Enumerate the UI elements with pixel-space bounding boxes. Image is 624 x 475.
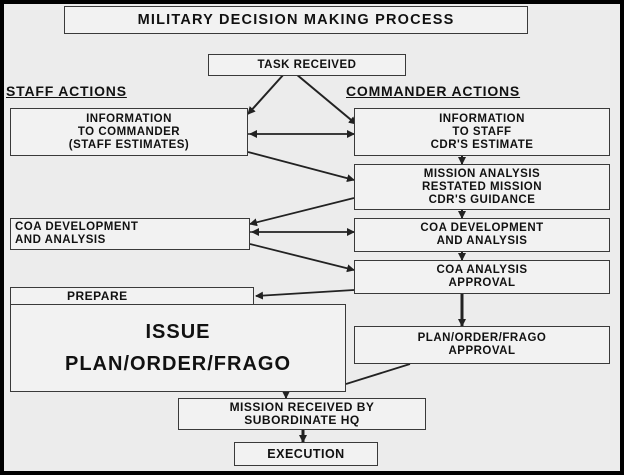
info-to-commander-box: INFORMATION TO COMMANDER (STAFF ESTIMATE… (10, 108, 248, 156)
staff-coa-line1: COA DEVELOPMENT (15, 221, 139, 233)
prepare-label: PREPARE (67, 288, 128, 303)
info-to-staff-line2: TO STAFF (452, 125, 512, 138)
arrow-mission-to-staff-coa (249, 197, 355, 227)
arrow-staff-info-to-mission (247, 151, 355, 183)
info-to-staff-line3: CDR'S ESTIMATE (430, 138, 534, 151)
arrow-task-to-staff (247, 73, 285, 115)
coa-approval-line1: COA ANALYSIS (436, 264, 528, 276)
info-to-staff-box: INFORMATION TO STAFF CDR'S ESTIMATE (354, 108, 610, 156)
plan-order-approval-box: PLAN/ORDER/FRAGO APPROVAL (354, 326, 610, 364)
execution-label: EXECUTION (267, 446, 345, 461)
mission-received-line1: MISSION RECEIVED BY (229, 400, 375, 414)
info-to-commander-line2: TO COMMANDER (77, 125, 181, 138)
staff-actions-heading: STAFF ACTIONS (6, 83, 127, 99)
issue-line2: PLAN/ORDER/FRAGO (65, 353, 291, 375)
commander-actions-heading: COMMANDER ACTIONS (346, 83, 521, 99)
issue-line1: ISSUE (145, 321, 211, 343)
coa-approval-line2: APPROVAL (448, 277, 516, 289)
plan-approval-line2: APPROVAL (448, 345, 516, 357)
info-to-staff-line1: INFORMATION (439, 112, 525, 125)
commander-coa-line2: AND ANALYSIS (436, 235, 528, 247)
arrow-task-to-commander (295, 73, 357, 125)
mission-analysis-line1: MISSION ANALYSIS (423, 167, 541, 180)
task-received-box: TASK RECEIVED (208, 54, 406, 76)
diagram-title: MILITARY DECISION MAKING PROCESS (64, 6, 528, 34)
task-received-label: TASK RECEIVED (257, 58, 357, 71)
info-to-commander-line1: INFORMATION (86, 112, 172, 125)
arrow-approval-to-prepare (255, 289, 355, 300)
mission-analysis-line2: RESTATED MISSION (421, 180, 543, 193)
diagram-frame: MILITARY DECISION MAKING PROCESS TASK RE… (4, 4, 620, 471)
commander-coa-line1: COA DEVELOPMENT (420, 222, 544, 234)
mission-analysis-box: MISSION ANALYSIS RESTATED MISSION CDR'S … (354, 164, 610, 210)
mission-analysis-line3: CDR'S GUIDANCE (428, 193, 536, 206)
execution-box: EXECUTION (234, 442, 378, 466)
staff-coa-development-box: COA DEVELOPMENT AND ANALYSIS (10, 218, 250, 250)
title-text: MILITARY DECISION MAKING PROCESS (137, 11, 455, 28)
line-plan-to-issue (345, 363, 411, 385)
mission-received-box: MISSION RECEIVED BY SUBORDINATE HQ (178, 398, 426, 430)
flow-arrows (247, 73, 466, 443)
coa-analysis-approval-box: COA ANALYSIS APPROVAL (354, 260, 610, 294)
mission-received-line2: SUBORDINATE HQ (244, 413, 360, 427)
info-to-commander-line3: (STAFF ESTIMATES) (68, 138, 190, 151)
issue-plan-box: ISSUE PLAN/ORDER/FRAGO (10, 304, 346, 392)
arrow-staff-coa-to-approval (249, 243, 355, 273)
staff-coa-line2: AND ANALYSIS (15, 234, 106, 246)
plan-approval-line1: PLAN/ORDER/FRAGO (417, 332, 547, 344)
prepare-box: PREPARE (10, 287, 254, 305)
commander-coa-development-box: COA DEVELOPMENT AND ANALYSIS (354, 218, 610, 252)
